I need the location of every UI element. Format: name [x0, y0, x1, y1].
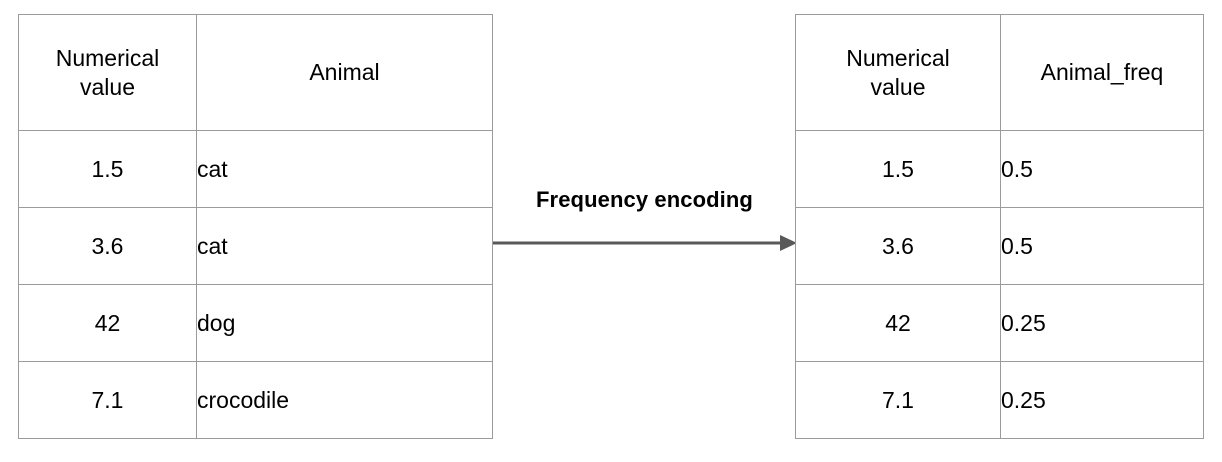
column-header-line-2: value [80, 73, 135, 100]
cell-animal: crocodile [196, 361, 493, 439]
table-row: 3.6 cat [18, 207, 493, 285]
column-header-line-1: Animal_freq [1040, 59, 1164, 85]
cell-numerical-value: 3.6 [795, 207, 1001, 285]
column-header-line-1: Numerical [55, 44, 160, 71]
transform-label: Frequency encoding [536, 187, 753, 212]
table-row: 1.5 0.5 [795, 130, 1204, 208]
transform-annotation: Frequency encoding [492, 186, 797, 258]
table-row: 7.1 0.25 [795, 361, 1204, 439]
cell-animal-freq: 0.25 [1000, 284, 1204, 362]
column-header-line-1: Animal [309, 59, 380, 85]
column-header-line-2: value [870, 73, 926, 100]
cell-numerical-value: 7.1 [18, 361, 197, 439]
table-row: 3.6 0.5 [795, 207, 1204, 285]
cell-animal: dog [196, 284, 493, 362]
cell-numerical-value: 42 [18, 284, 197, 362]
cell-animal-freq: 0.5 [1000, 130, 1204, 208]
result-table: Numerical value Animal_freq 1.5 0.5 3.6 … [795, 14, 1204, 439]
table-row: 1.5 cat [18, 130, 493, 208]
cell-numerical-value: 1.5 [795, 130, 1001, 208]
arrow-right-icon [493, 235, 797, 251]
column-header-animal: Animal [196, 14, 493, 131]
cell-numerical-value: 7.1 [795, 361, 1001, 439]
cell-numerical-value: 1.5 [18, 130, 197, 208]
table-row: 42 0.25 [795, 284, 1204, 362]
table-row: 42 dog [18, 284, 493, 362]
cell-animal-freq: 0.25 [1000, 361, 1204, 439]
column-header-numerical-value: Numerical value [795, 14, 1001, 131]
column-header-numerical-value: Numerical value [18, 14, 197, 131]
source-table: Numerical value Animal 1.5 cat 3.6 cat 4… [18, 14, 493, 439]
column-header-line-1: Numerical [846, 44, 950, 71]
cell-animal: cat [196, 130, 493, 208]
cell-animal: cat [196, 207, 493, 285]
cell-numerical-value: 42 [795, 284, 1001, 362]
cell-animal-freq: 0.5 [1000, 207, 1204, 285]
column-header-animal-freq: Animal_freq [1000, 14, 1204, 131]
cell-numerical-value: 3.6 [18, 207, 197, 285]
table-header-row: Numerical value Animal [18, 14, 493, 131]
table-header-row: Numerical value Animal_freq [795, 14, 1204, 131]
table-row: 7.1 crocodile [18, 361, 493, 439]
